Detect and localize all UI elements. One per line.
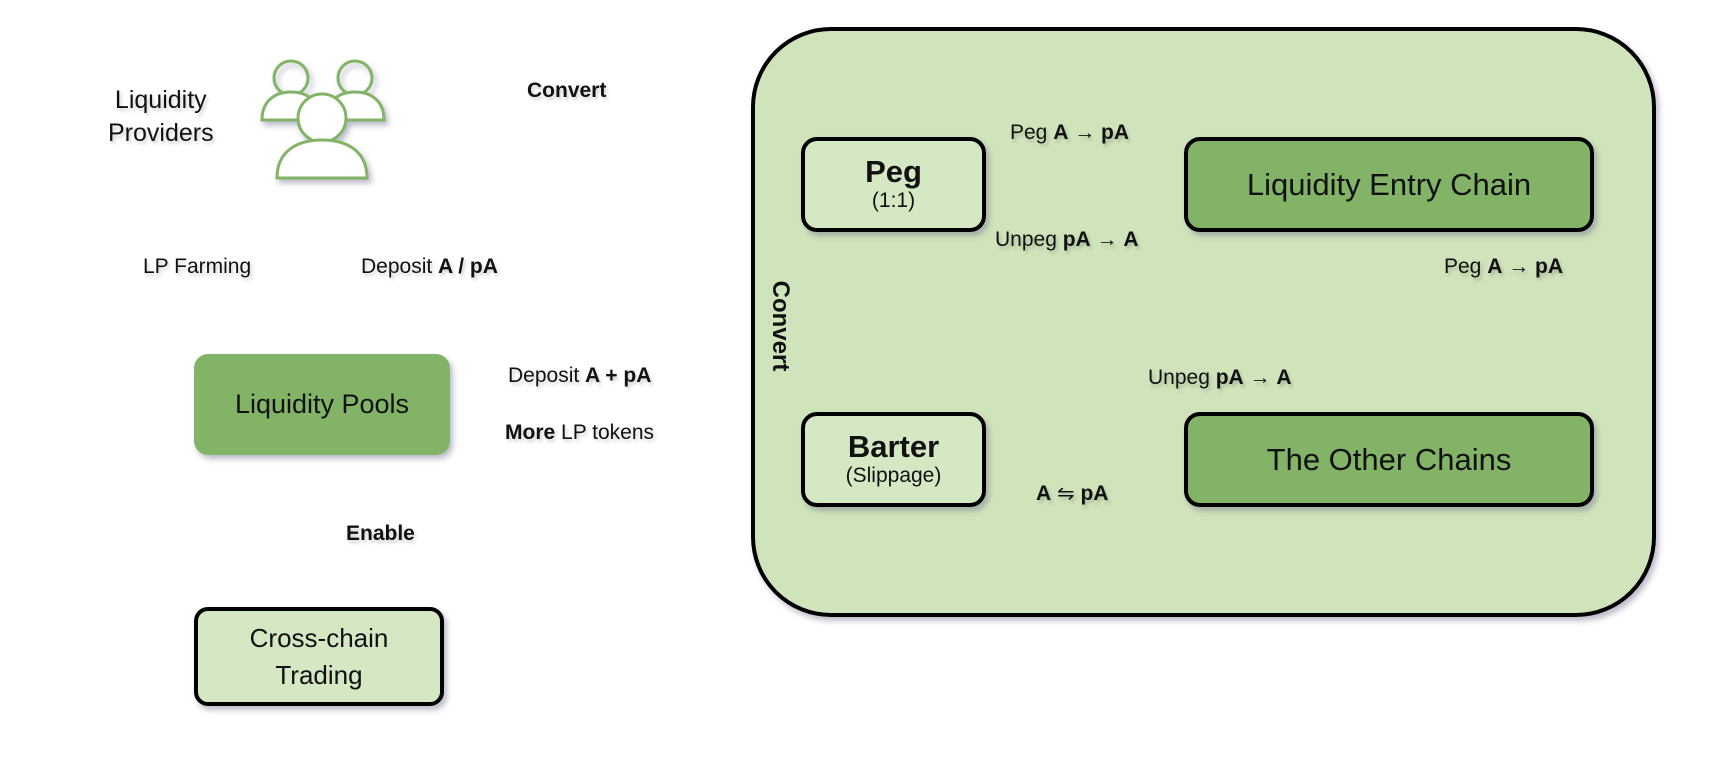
cross-chain-trading-label: Cross-chain Trading [196, 609, 442, 704]
barter-swap-label: A ⇋ pA [1036, 481, 1108, 506]
unpeg-edge-label: Unpeg pA → A [995, 228, 1139, 252]
arrow-glyph: → [1502, 255, 1536, 278]
other-chains-label: The Other Chains [1266, 441, 1512, 477]
deposit-a-pa-label: Deposit A / pA [361, 255, 498, 279]
more-lp-tokens-label: More LP tokens [505, 421, 654, 445]
peg-subtitle: (1:1) [871, 189, 916, 213]
label-prefix: Unpeg [1148, 366, 1216, 389]
label-bold: A [1053, 121, 1069, 144]
liquidity-entry-chain-node[interactable] [1184, 137, 1594, 232]
label-bold: pA [1062, 228, 1091, 251]
label-bold: pA [1535, 255, 1564, 278]
peg-down-label: Peg A → pA [1444, 255, 1563, 279]
liquidity-pools-label: Liquidity Pools [234, 389, 410, 419]
label-bold: pA [1215, 366, 1244, 389]
arrow-glyph: → [1068, 121, 1102, 144]
lp-farming-label: LP Farming [143, 255, 252, 278]
label-bold: More [505, 421, 556, 444]
cross-chain-line1: Cross-chain [249, 623, 389, 654]
barter-label: Barter (Slippage) [803, 414, 984, 505]
arrow-glyph: → [1243, 366, 1277, 389]
cross-chain-line2: Trading [275, 659, 363, 690]
peg-edge-label: Peg A → pA [1010, 121, 1129, 145]
convert-container [751, 27, 1656, 617]
barter-title: Barter [847, 428, 940, 464]
label-bold: A / pA [438, 255, 498, 278]
liquidity-providers-line2: Providers [108, 118, 214, 147]
liquidity-entry-chain-label: Liquidity Entry Chain [1246, 166, 1532, 202]
label-bold: pA [1080, 482, 1109, 505]
peg-node[interactable] [801, 137, 986, 232]
label-prefix: Deposit [508, 364, 586, 387]
other-chains-node[interactable] [1184, 412, 1594, 507]
barter-node[interactable] [801, 412, 986, 507]
label-prefix: Peg [1444, 255, 1488, 278]
liquidity-providers-label: Liquidity Providers [108, 84, 214, 149]
label-prefix: Unpeg [995, 228, 1063, 251]
barter-subtitle: (Slippage) [845, 464, 942, 488]
arrow-glyph: → [1090, 228, 1124, 251]
deposit-a-plus-pa-label: Deposit A + pA [508, 364, 651, 388]
enable-label: Enable [346, 522, 415, 545]
label-prefix: Deposit [361, 255, 439, 278]
peg-label: Peg (1:1) [803, 139, 984, 230]
label-suffix: LP tokens [555, 421, 655, 444]
convert-label: Convert [527, 79, 607, 102]
users-icon [260, 59, 386, 180]
peg-title: Peg [865, 153, 922, 189]
label-bold: pA [1101, 121, 1130, 144]
convert-vertical-label: Convert [767, 280, 794, 372]
unpeg-up-label: Unpeg pA → A [1148, 366, 1292, 390]
swap-arrow-glyph: ⇋ [1051, 482, 1081, 505]
label-bold: A [1487, 255, 1503, 278]
label-bold: A + pA [585, 364, 652, 387]
label-bold: A [1036, 482, 1052, 505]
label-prefix: Peg [1010, 121, 1054, 144]
label-bold: A [1123, 228, 1139, 251]
label-bold: A [1276, 366, 1292, 389]
cross-chain-trading-node[interactable] [194, 607, 444, 706]
liquidity-providers-line1: Liquidity [114, 86, 207, 114]
liquidity-pools-node[interactable] [194, 354, 450, 455]
